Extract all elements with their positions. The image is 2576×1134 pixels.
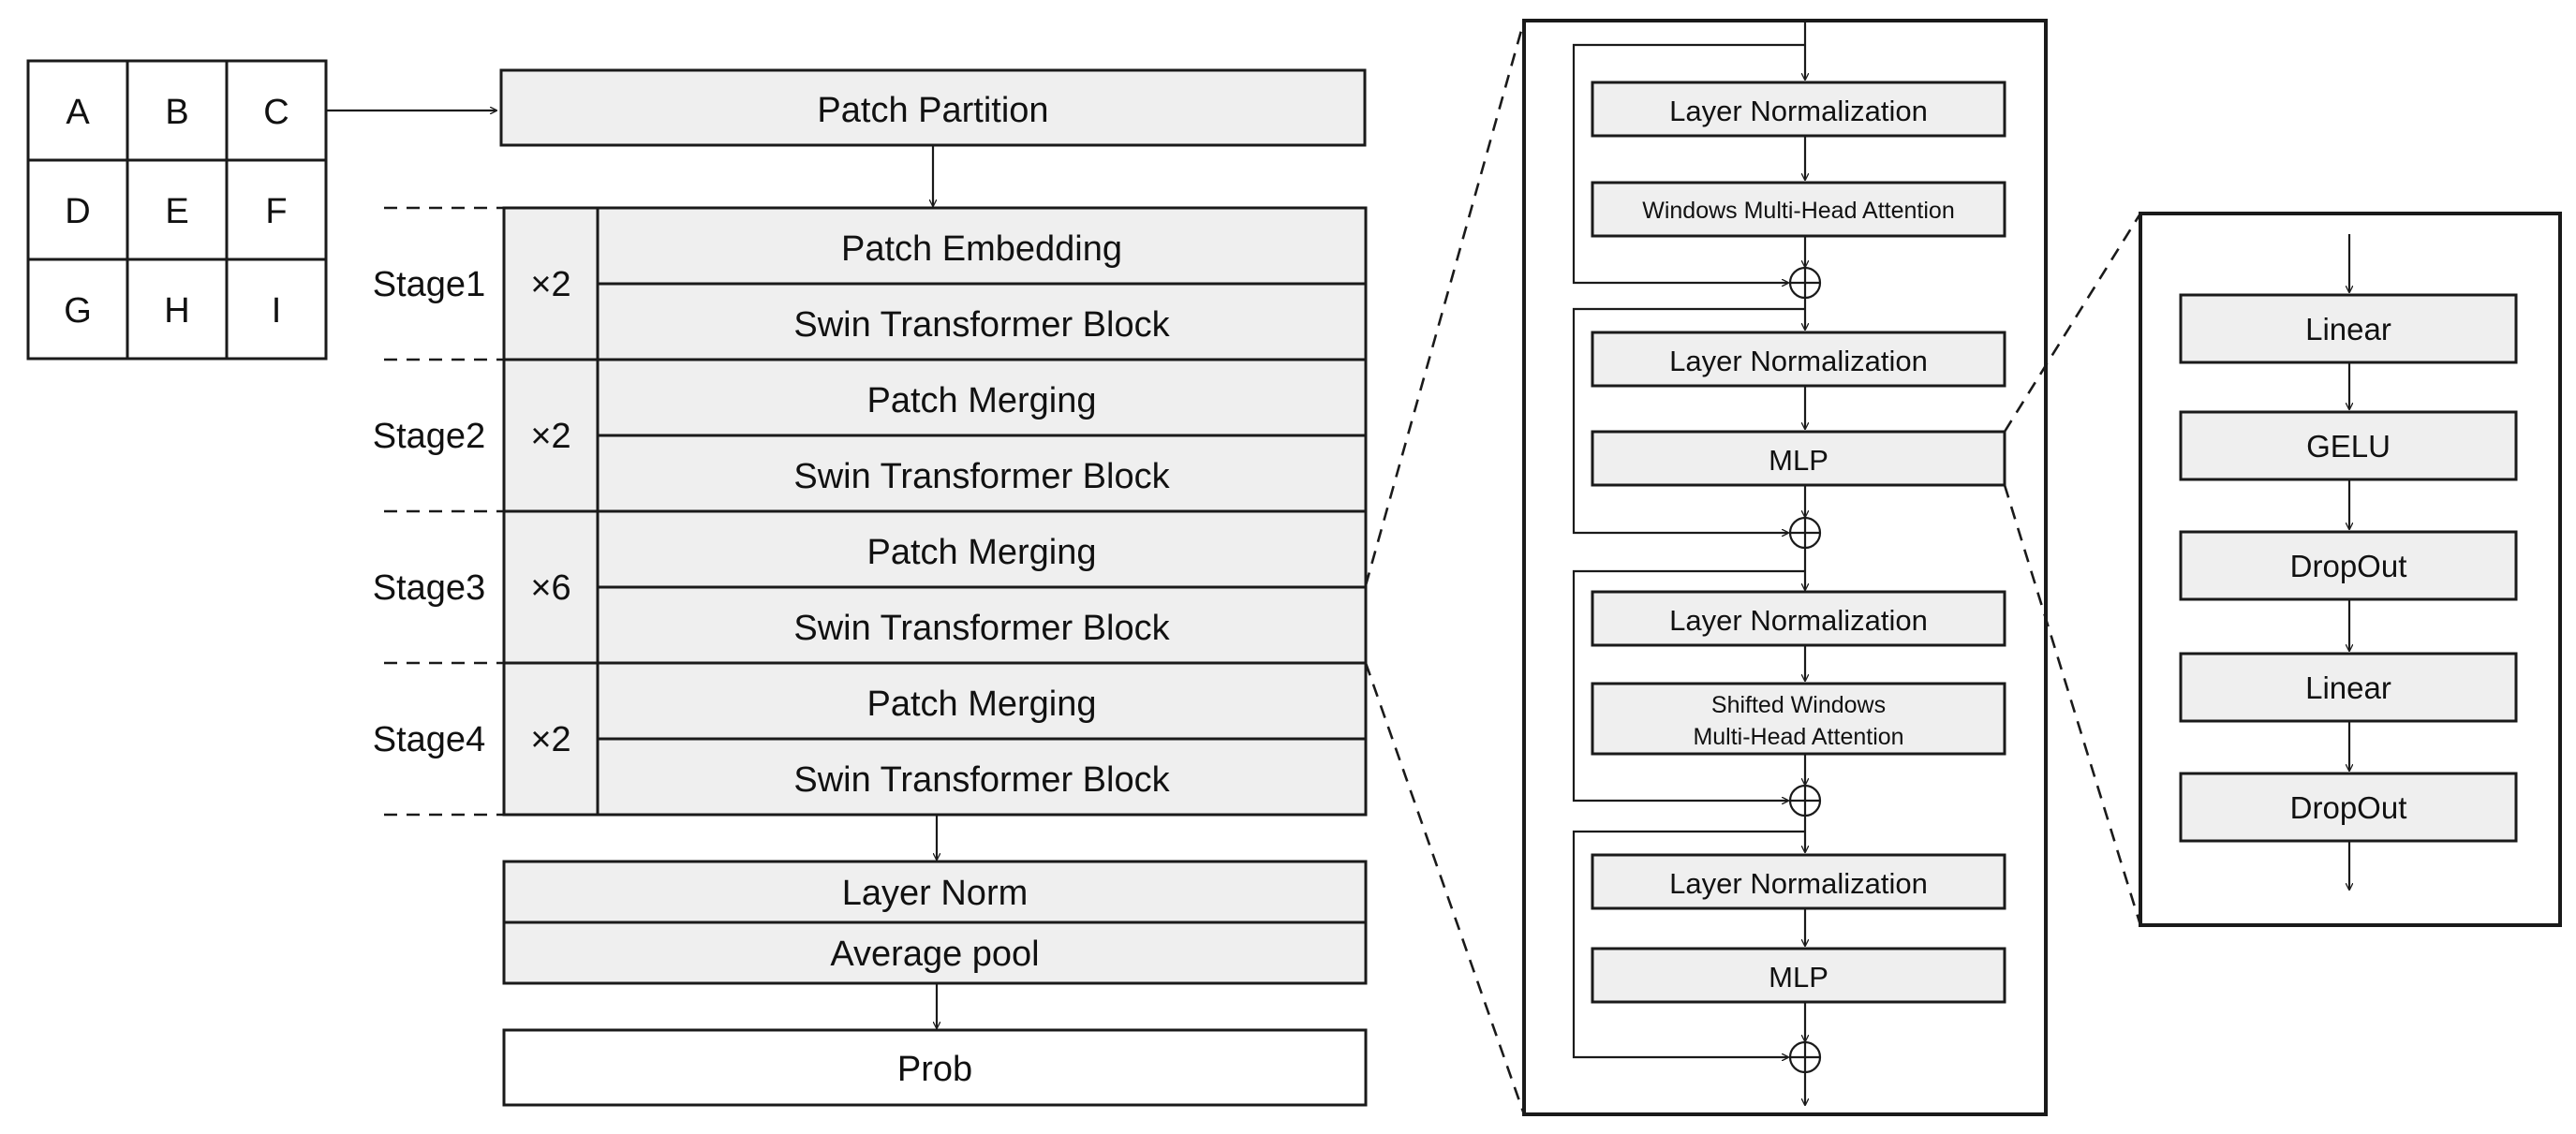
patch-partition-box: Patch Partition	[499, 68, 1367, 147]
stage-label: Stage3	[373, 568, 485, 608]
add-icon	[1788, 784, 1822, 817]
stage-bottom-op: Swin Transformer Block	[793, 760, 1170, 800]
layer-norm-box-3	[1591, 590, 2006, 647]
svg-text:MLP: MLP	[1769, 444, 1828, 477]
svg-text:Layer Normalization: Layer Normalization	[1669, 604, 1928, 637]
stage-label: Stage2	[373, 417, 485, 456]
input-patch-grid: A B C D E F G H I	[26, 59, 328, 361]
stage-bottom-op: Swin Transformer Block	[793, 609, 1170, 648]
svg-text:Shifted Windows: Shifted Windows	[1711, 692, 1886, 718]
zoom-line	[1364, 662, 1526, 1115]
grid-cell: I	[272, 291, 282, 331]
svg-text:Layer Normalization: Layer Normalization	[1669, 345, 1928, 377]
grid-cell: B	[165, 93, 188, 132]
svg-text:DropOut: DropOut	[2290, 790, 2407, 825]
stage-repeat: ×2	[530, 720, 570, 759]
stage-top-op: Patch Embedding	[841, 229, 1122, 269]
average-pool-box: Average pool	[502, 920, 1368, 985]
stage-1: Stage1 ×2 Patch Embedding Swin Transform…	[373, 229, 1171, 345]
linear-box-1	[2179, 293, 2518, 364]
svg-text:Patch Partition: Patch Partition	[817, 91, 1048, 130]
swmsa-box	[1591, 682, 2006, 756]
grid-cell: A	[66, 93, 90, 132]
grid-cell: H	[164, 291, 189, 331]
stage-bottom-op: Swin Transformer Block	[793, 305, 1170, 345]
swin-block-panel: Layer Normalization Windows Multi-Head A…	[1522, 19, 2048, 1116]
svg-text:Multi-Head Attention: Multi-Head Attention	[1693, 724, 1903, 750]
residual-connection	[1572, 569, 1805, 801]
stage-separators	[384, 206, 504, 817]
add-icon	[1788, 516, 1822, 550]
svg-text:Layer Norm: Layer Norm	[842, 874, 1029, 913]
stage-repeat: ×2	[530, 265, 570, 304]
stage-label: Stage1	[373, 265, 485, 304]
add-icon	[1788, 1040, 1822, 1074]
layer-norm-box: Layer Norm	[502, 860, 1368, 924]
grid-cell: G	[64, 291, 92, 331]
gelu-box	[2179, 410, 2518, 481]
stages-block	[502, 206, 1368, 817]
stage-3: Stage3 ×6 Patch Merging Swin Transformer…	[373, 533, 1171, 648]
zoom-line	[2003, 484, 2142, 926]
stage-bottom-op: Swin Transformer Block	[793, 457, 1170, 496]
grid-cell: E	[165, 192, 188, 231]
stage-repeat: ×6	[530, 568, 570, 608]
prob-box: Prob	[502, 1028, 1368, 1107]
linear-box-2	[2179, 652, 2518, 723]
stage-repeat: ×2	[530, 417, 570, 456]
svg-text:GELU: GELU	[2306, 429, 2391, 464]
zoom-line	[1364, 20, 1526, 586]
mlp-detail-panel: Linear GELU DropOut Linear DropOut	[2139, 212, 2562, 927]
dropout-box-2	[2179, 772, 2518, 843]
grid-cell: D	[65, 192, 90, 231]
layer-norm-box-1	[1591, 81, 2006, 138]
stage-2: Stage2 ×2 Patch Merging Swin Transformer…	[373, 381, 1171, 496]
layer-norm-box-2	[1591, 331, 2006, 388]
svg-text:Windows Multi-Head Attention: Windows Multi-Head Attention	[1642, 198, 1954, 224]
dropout-box-1	[2179, 530, 2518, 601]
stage-4: Stage4 ×2 Patch Merging Swin Transformer…	[373, 685, 1171, 800]
residual-connection	[1572, 830, 1805, 1057]
mlp-box-1	[1591, 430, 2006, 487]
svg-text:MLP: MLP	[1769, 961, 1828, 994]
stage-top-op: Patch Merging	[866, 381, 1096, 420]
residual-connection	[1572, 43, 1805, 283]
zoom-line	[2003, 213, 2142, 433]
residual-connection	[1572, 307, 1805, 533]
add-icon	[1788, 266, 1822, 300]
mlp-box-2	[1591, 947, 2006, 1004]
svg-text:Prob: Prob	[897, 1050, 972, 1089]
svg-text:DropOut: DropOut	[2290, 549, 2407, 583]
svg-text:Layer Normalization: Layer Normalization	[1669, 867, 1928, 900]
layer-norm-box-4	[1591, 853, 2006, 910]
svg-text:Linear: Linear	[2305, 670, 2391, 705]
svg-text:Layer Normalization: Layer Normalization	[1669, 95, 1928, 127]
svg-text:Linear: Linear	[2305, 312, 2391, 346]
stage-top-op: Patch Merging	[866, 533, 1096, 572]
wmsa-box	[1591, 181, 2006, 238]
grid-cell: F	[265, 192, 287, 231]
grid-cell: C	[263, 93, 289, 132]
stage-label: Stage4	[373, 720, 485, 759]
svg-text:Average pool: Average pool	[830, 935, 1039, 974]
stage-top-op: Patch Merging	[866, 685, 1096, 724]
